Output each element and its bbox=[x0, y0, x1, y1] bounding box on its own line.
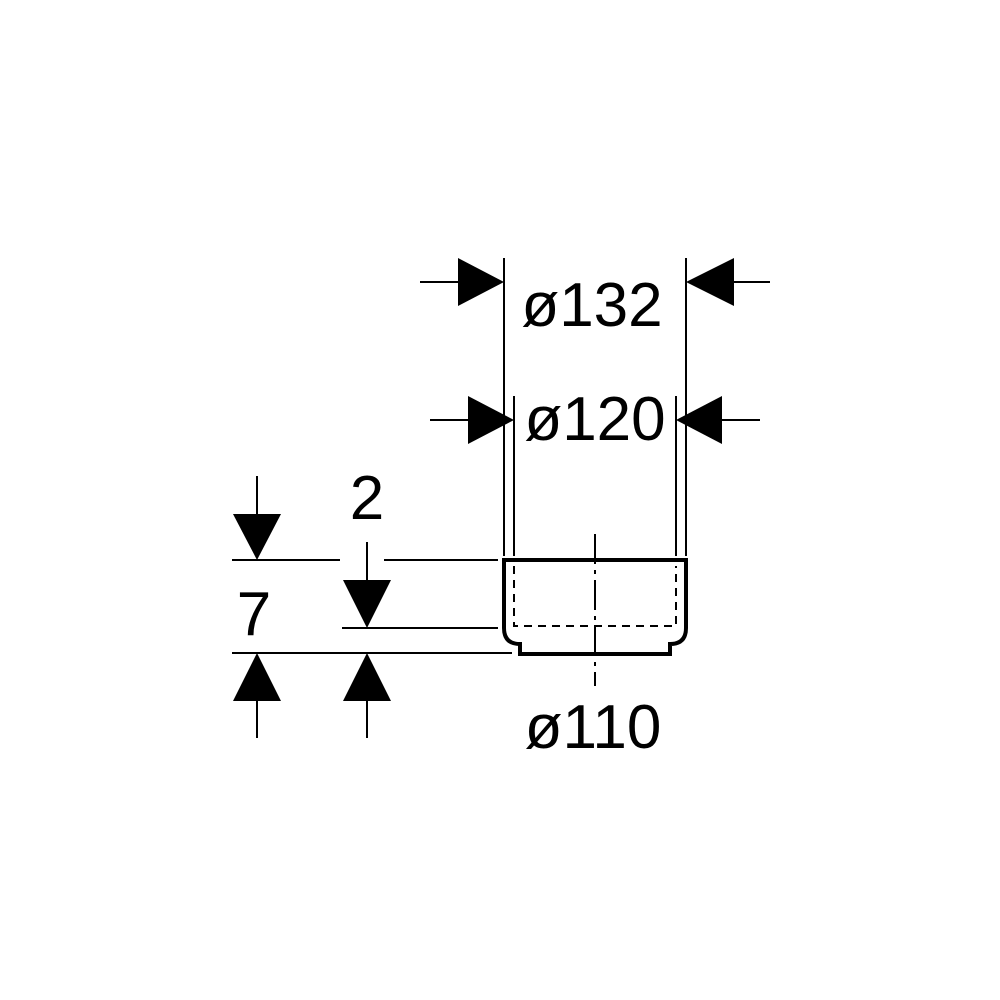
dimension-outer-diameter: ø132 bbox=[420, 258, 770, 556]
arrow-down-icon bbox=[233, 514, 281, 560]
dimension-inner-diameter: ø120 bbox=[430, 385, 760, 556]
part-profile bbox=[502, 534, 688, 686]
arrow-down-icon bbox=[343, 580, 391, 628]
label-pipe-diameter: ø110 bbox=[525, 693, 662, 762]
arrow-left-icon bbox=[676, 396, 722, 444]
label-total-height: 7 bbox=[237, 580, 271, 649]
arrow-left-icon bbox=[686, 258, 734, 306]
label-outer-diameter: ø132 bbox=[521, 271, 662, 340]
dimension-heights: 7 2 bbox=[232, 464, 512, 738]
arrow-right-icon bbox=[458, 258, 504, 306]
label-lip-height: 2 bbox=[350, 464, 384, 533]
part-outline bbox=[502, 558, 688, 656]
arrow-up-icon bbox=[343, 653, 391, 701]
arrow-right-icon bbox=[468, 396, 514, 444]
arrow-up-icon bbox=[233, 653, 281, 701]
label-inner-diameter: ø120 bbox=[524, 385, 665, 454]
